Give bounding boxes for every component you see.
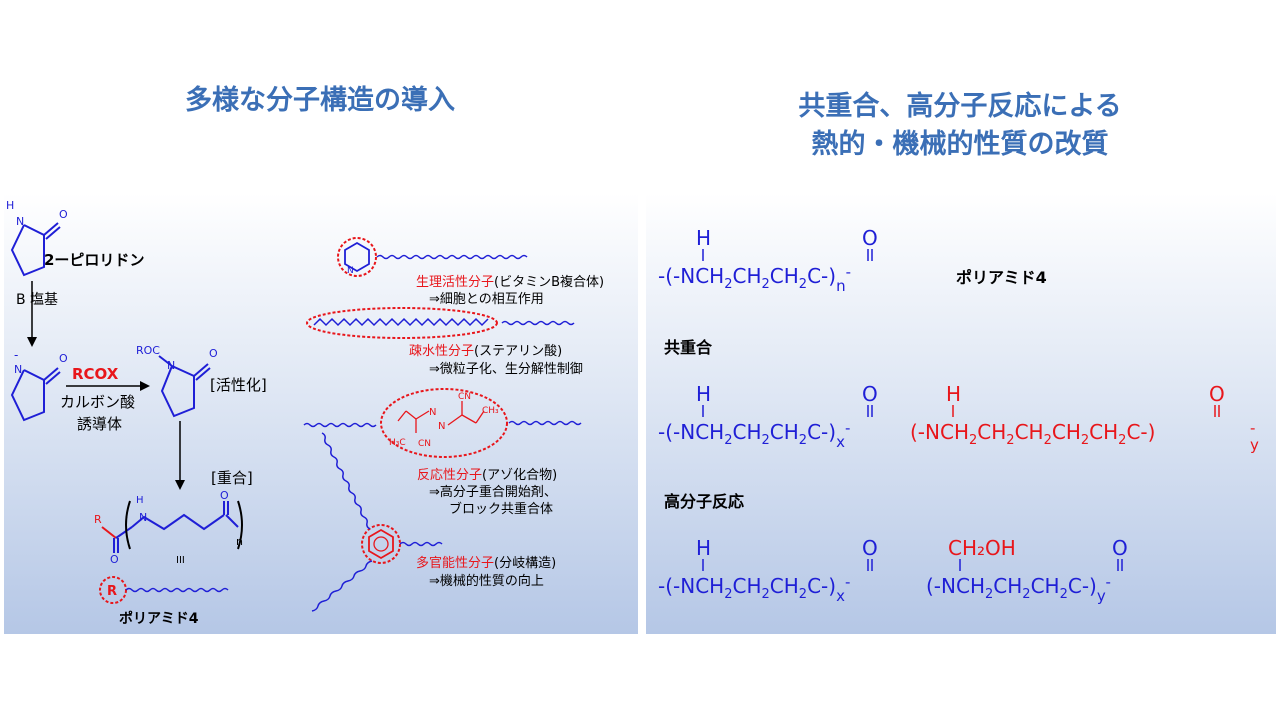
hydrophobic-label: 疎水性分子(ステアリン酸) <box>409 344 562 359</box>
chain-wave <box>501 320 575 326</box>
stearic-chain <box>313 317 489 327</box>
svg-text:H: H <box>696 536 711 560</box>
chain-wave <box>376 254 528 260</box>
azo-ch3-left: H₃C <box>389 438 406 448</box>
pyrrolidone-name: 2ーピロリドン <box>44 251 144 269</box>
azo-structure <box>397 401 485 433</box>
pyrrolidone-n: N <box>16 215 24 228</box>
left-scheme: H N O 2ーピロリドン B 塩基 - N O RCOX カルボン酸 誘導体 … <box>6 199 604 627</box>
anion-o: O <box>59 352 68 365</box>
pyrrolidone-structure <box>10 222 61 277</box>
reagent-desc-2: 誘導体 <box>77 415 122 433</box>
azo-ch3-right: CH₃ <box>482 406 499 416</box>
activated-o: O <box>209 347 218 360</box>
right-title-line-1: 共重合、高分子反応による <box>798 91 1122 122</box>
copolymer-label: 共重合 <box>664 338 713 357</box>
polymer-chain-wave <box>125 587 229 593</box>
bioactive-label: 生理活性分子(ビタミンB複合体) <box>416 274 604 290</box>
reactive-desc-2: ブロック共重合体 <box>449 501 553 517</box>
right-title-line-2: 熱的・機械的性質の改質 <box>811 129 1109 160</box>
benzene-ring <box>368 528 394 560</box>
right-formulas: H O -(-NCH2CH2CH2C-)n- ポリアミド4 共重合 H O -(… <box>658 226 1259 605</box>
svg-text:(-NCH2CH2CH2CH2CH2C-): (-NCH2CH2CH2CH2CH2C-) <box>910 420 1155 448</box>
reagent-label: RCOX <box>72 365 119 383</box>
pyrrolidone-anion-structure <box>10 367 61 422</box>
pyridine-n: N <box>347 266 354 276</box>
branch-chain-up <box>321 432 371 530</box>
copolymer-formula: H O -(-NCH2CH2CH2C-)x- H O (-NCH2CH2CH2C… <box>658 382 1259 454</box>
chain-wave <box>303 422 377 428</box>
polymer-name: ポリアミド4 <box>119 610 199 627</box>
branch-chain-down <box>311 560 373 612</box>
branch-chain-right <box>399 541 443 547</box>
azo-n1: N <box>429 407 436 418</box>
svg-text:O: O <box>1112 536 1128 560</box>
pyridine-ring <box>344 241 370 273</box>
activation-label: [活性化] <box>210 376 267 394</box>
polyamide-nh: H <box>136 495 144 506</box>
multifunctional-desc: ⇒機械的性質の向上 <box>429 573 544 589</box>
polyamide-n: N <box>139 511 147 524</box>
svg-text:-: - <box>1250 419 1255 437</box>
hydrophobic-desc: ⇒微粒子化、生分解性制御 <box>429 362 583 377</box>
left-panel: H N O 2ーピロリドン B 塩基 - N O RCOX カルボン酸 誘導体 … <box>4 193 638 634</box>
svg-text:H: H <box>946 382 961 406</box>
polyamide-o: O <box>220 489 229 502</box>
polymerization-label: [重合] <box>211 469 253 487</box>
azo-cn-left: CN <box>418 439 431 449</box>
arrow-down-icon <box>175 480 185 490</box>
polyamide-iii: III <box>176 555 185 566</box>
reagent-desc-1: カルボン酸 <box>60 393 135 411</box>
azo-n2: N <box>438 421 445 432</box>
azo-cn-right: CN <box>458 392 471 402</box>
polyamide-structure <box>101 500 243 553</box>
base-label: B 塩基 <box>16 291 58 308</box>
polyamide-o2: O <box>110 553 119 566</box>
polyamide-n-subscript: n <box>236 535 243 548</box>
svg-text:O: O <box>1209 382 1225 406</box>
acyl-group-label: ROC <box>136 344 160 357</box>
polyamide4-label: ポリアミド4 <box>956 268 1047 287</box>
svg-text:H: H <box>696 382 711 406</box>
svg-text:O: O <box>862 226 878 250</box>
reactive-desc-1: ⇒高分子重合開始剤、 <box>429 484 557 500</box>
right-section-title: 共重合、高分子反応による 熱的・機械的性質の改質 <box>700 88 1220 164</box>
left-section-title: 多様な分子構造の導入 <box>185 85 455 116</box>
pyrrolidone-nh: H <box>6 199 14 212</box>
reactive-label: 反応性分子(アゾ化合物) <box>417 468 557 483</box>
svg-text:CH₂OH: CH₂OH <box>948 536 1016 560</box>
bioactive-desc: ⇒細胞との相互作用 <box>429 292 544 307</box>
arrow-right-icon <box>140 381 150 391</box>
svg-text:O: O <box>862 382 878 406</box>
polyamide4-formula: H O -(-NCH2CH2CH2C-)n- <box>658 226 878 295</box>
svg-text:O: O <box>862 536 878 560</box>
svg-text:-(-NCH2CH2CH2C-)x-: -(-NCH2CH2CH2C-)x- <box>658 573 850 605</box>
svg-text:y: y <box>1250 436 1259 454</box>
r-group-circle: R <box>107 584 117 599</box>
anion-charge: - <box>14 348 18 362</box>
polymer-end-r: R <box>94 513 102 526</box>
right-panel: H O -(-NCH2CH2CH2C-)n- ポリアミド4 共重合 H O -(… <box>646 193 1276 634</box>
svg-text:(-NCH2CH2CH2C-)y-: (-NCH2CH2CH2C-)y- <box>926 573 1111 605</box>
svg-text:-(-NCH2CH2CH2C-)x-: -(-NCH2CH2CH2C-)x- <box>658 419 850 451</box>
svg-text:-(-NCH2CH2CH2C-)n-: -(-NCH2CH2CH2C-)n- <box>658 263 851 295</box>
polymer-reaction-formula: H O -(-NCH2CH2CH2C-)x- CH₂OH O (-NCH2CH2… <box>658 536 1128 605</box>
chain-wave <box>508 420 582 426</box>
activated-n: N <box>167 359 175 372</box>
svg-text:H: H <box>696 226 711 250</box>
pyrrolidone-o: O <box>59 208 68 221</box>
anion-n: N <box>14 363 22 376</box>
activated-lactam-structure <box>158 355 211 418</box>
multifunctional-label: 多官能性分子(分岐構造) <box>416 555 556 571</box>
polymer-reaction-label: 高分子反応 <box>664 492 744 511</box>
arrow-down-icon <box>27 337 37 347</box>
